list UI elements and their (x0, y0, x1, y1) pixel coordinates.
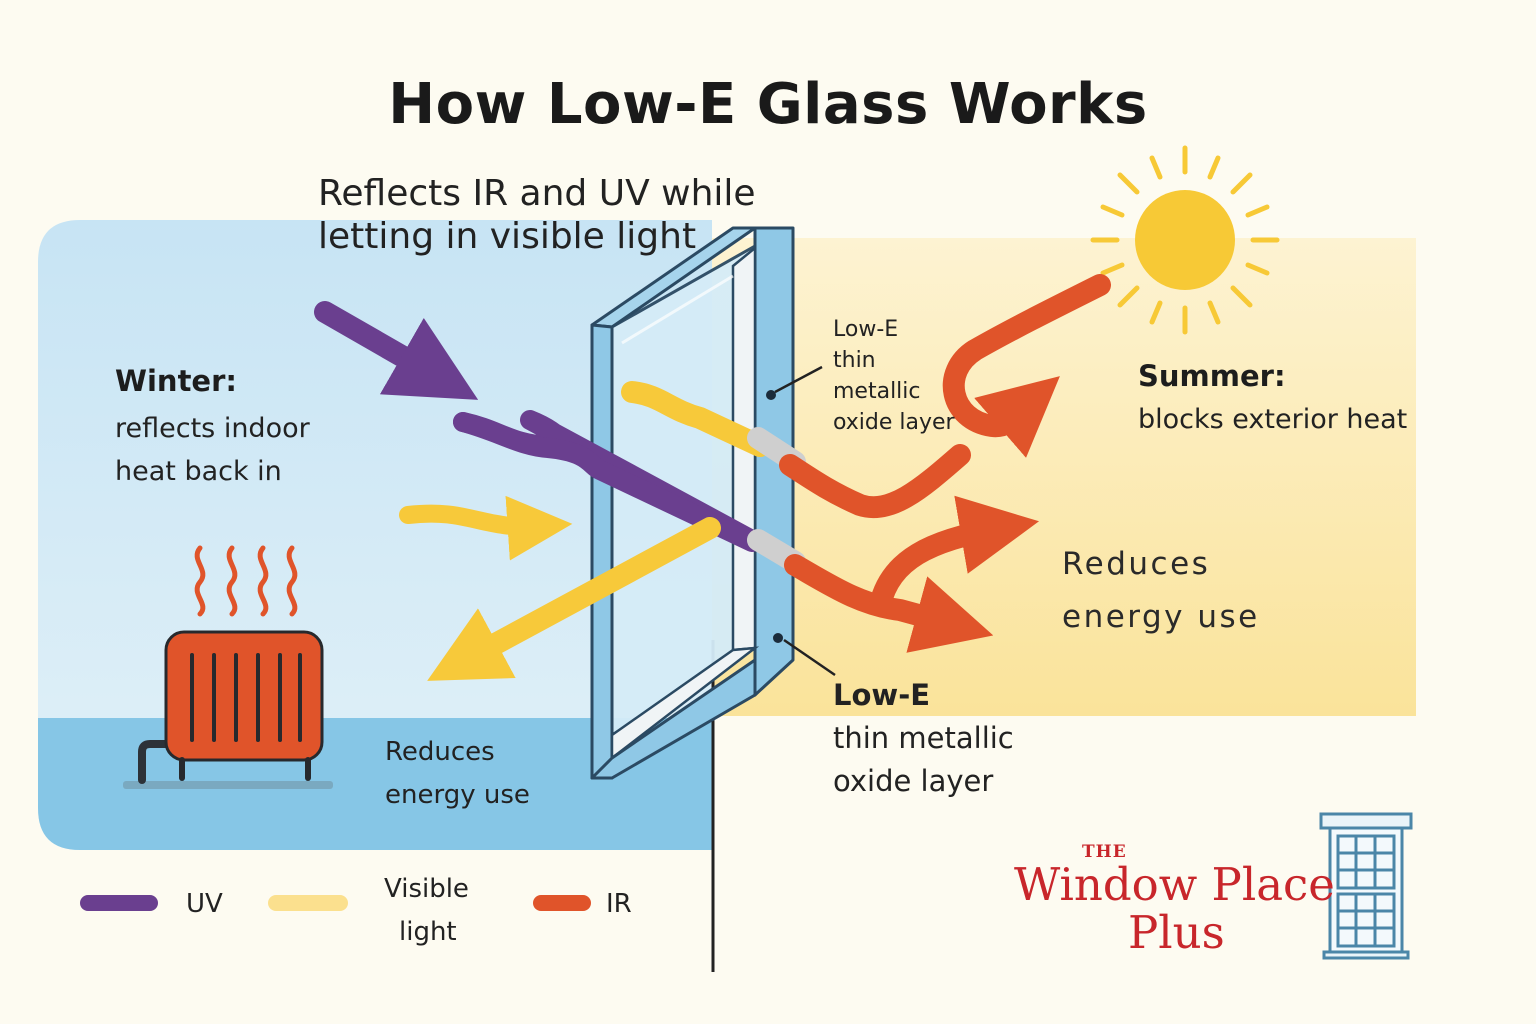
legend-ir-swatch (533, 895, 591, 911)
winter-reduces: Reduces energy use (385, 731, 530, 817)
winter-heading: Winter: (115, 364, 238, 398)
window-pane (590, 226, 795, 780)
low-e-small-line-4: oxide layer (833, 410, 955, 435)
low-e-small-line-1: Low-E (833, 317, 899, 342)
summer-description: blocks exterior heat (1138, 404, 1408, 435)
winter-reduces-line-2: energy use (385, 780, 530, 810)
legend-ir-label: IR (606, 889, 632, 919)
winter-line-1: reflects indoor (115, 413, 310, 444)
page-title: How Low-E Glass Works (388, 72, 1148, 137)
radiator-icon (123, 630, 333, 789)
subtitle: Reflects IR and UV while letting in visi… (318, 172, 756, 258)
heat-waves-icon (194, 545, 298, 617)
sun-icon (1090, 145, 1280, 335)
outdoor-background (712, 238, 1416, 716)
winter-description: reflects indoor heat back in (115, 407, 310, 493)
low-e-large-line-2: thin metallic (833, 721, 1014, 755)
low-e-small-line-3: metallic (833, 379, 921, 404)
legend-visible-line-2: light (399, 917, 457, 947)
summer-reduces: Reduces energy use (1062, 538, 1260, 644)
subtitle-line-1: Reflects IR and UV while (318, 173, 756, 214)
pointer-line-large (783, 638, 836, 677)
legend-visible-line-1: Visible (384, 874, 469, 904)
legend-uv-label: UV (186, 889, 223, 919)
legend-uv-swatch (80, 895, 158, 911)
summer-heading: Summer: (1138, 359, 1286, 393)
low-e-label-small: Low-E thin metallic oxide layer (833, 314, 955, 438)
legend-visible-label: Visible light (384, 868, 469, 954)
legend-visible-swatch (268, 895, 348, 911)
uv-arrows (314, 301, 762, 552)
low-e-label-large: Low-E thin metallic oxide layer (833, 674, 1014, 803)
brand-line-1: Window Place (1014, 858, 1335, 911)
summer-reduces-line-1: Reduces (1062, 546, 1211, 582)
subtitle-line-2: letting in visible light (318, 216, 697, 257)
brand-line-2: Plus (1128, 906, 1225, 959)
pointer-line-small (774, 365, 823, 394)
brand-the: THE (1082, 842, 1127, 862)
summer-reduces-line-2: energy use (1062, 599, 1260, 635)
ir-arrows (779, 274, 1111, 653)
winter-line-2: heat back in (115, 456, 282, 487)
low-e-small-line-2: thin (833, 348, 876, 373)
low-e-large-line-3: oxide layer (833, 764, 994, 798)
visible-light-arrows (399, 381, 806, 681)
low-e-large-line-1: Low-E (833, 678, 931, 712)
winter-reduces-line-1: Reduces (385, 737, 495, 767)
window-icon (1319, 812, 1413, 960)
